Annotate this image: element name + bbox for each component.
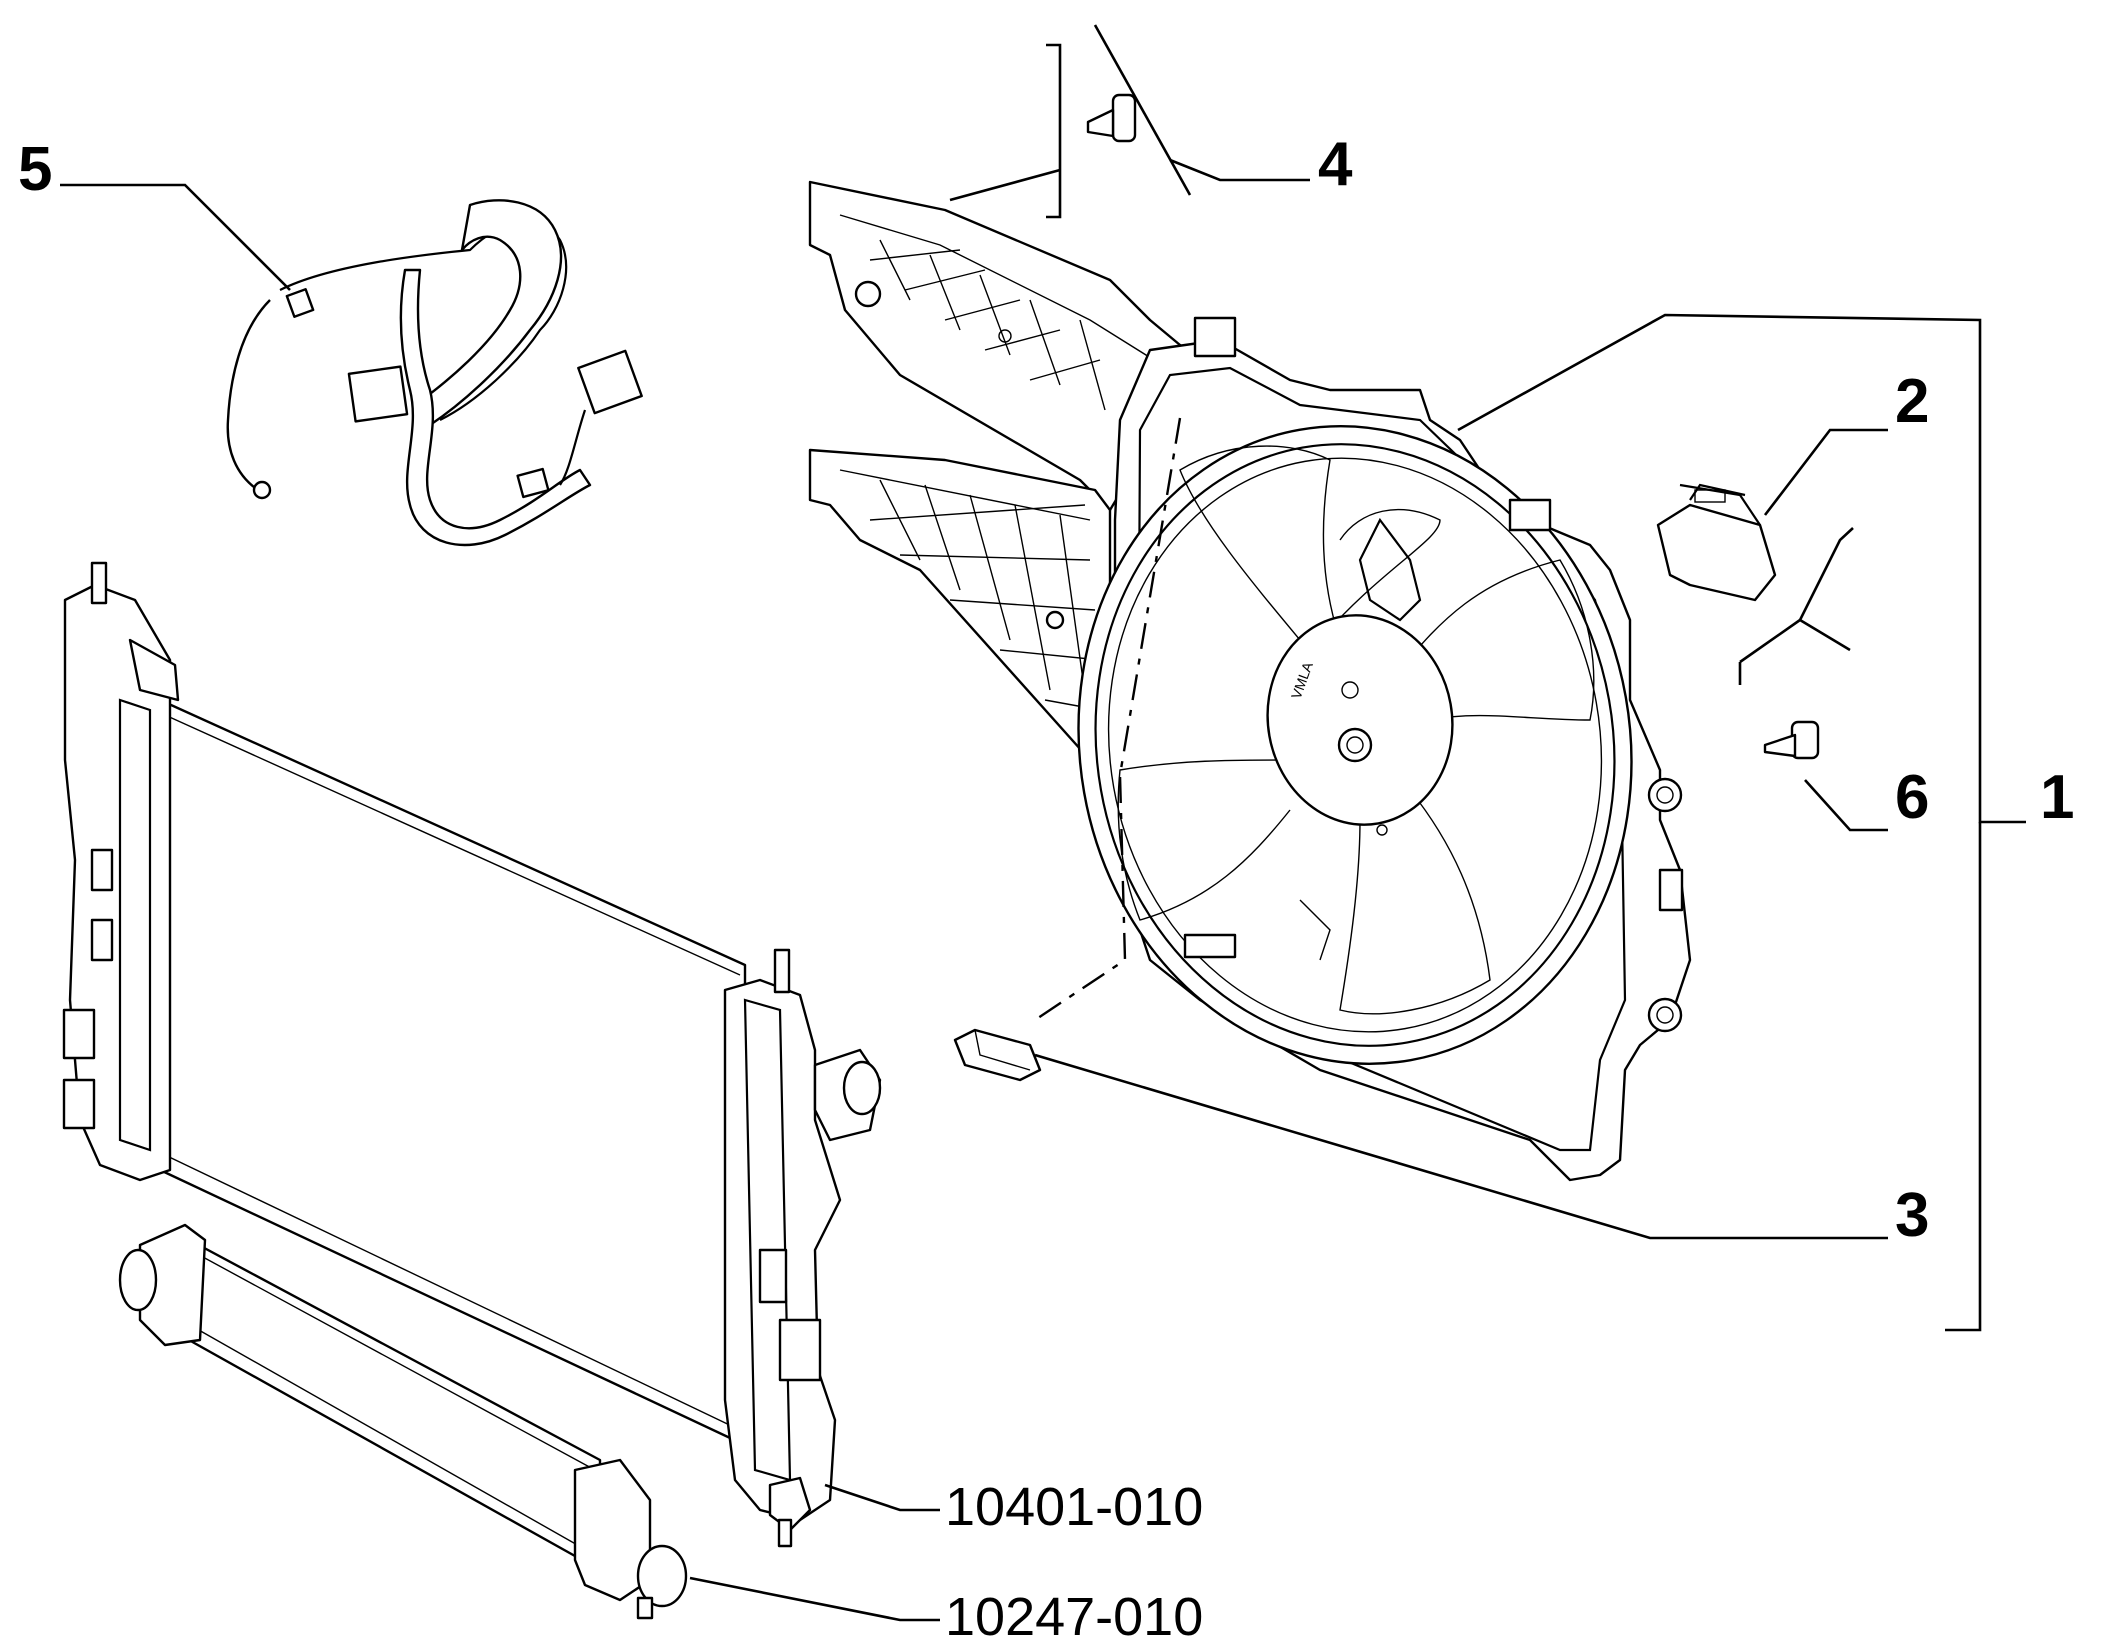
callout-1: 1 [2040,763,2074,832]
callout-6: 6 [1895,763,1929,832]
intercooler [118,1223,688,1620]
screw-part-4 [949,24,1192,219]
callout-2: 2 [1895,367,1929,436]
radiator [62,561,882,1548]
callout-3: 3 [1895,1181,1929,1250]
fan-shroud-assembly: VMLA [808,180,1692,1182]
callout-4: 4 [1318,130,1353,199]
leader-lines [60,158,2026,1622]
callout-intercooler-ref: 10247-010 [945,1587,1203,1647]
clip-part-3 [953,1028,1042,1082]
resistor-part-2 [1656,483,1777,602]
wiring-harness [226,199,643,547]
callout-5: 5 [18,135,52,204]
callout-radiator-ref: 10401-010 [945,1477,1203,1537]
screw-part-6 [1738,527,1854,760]
